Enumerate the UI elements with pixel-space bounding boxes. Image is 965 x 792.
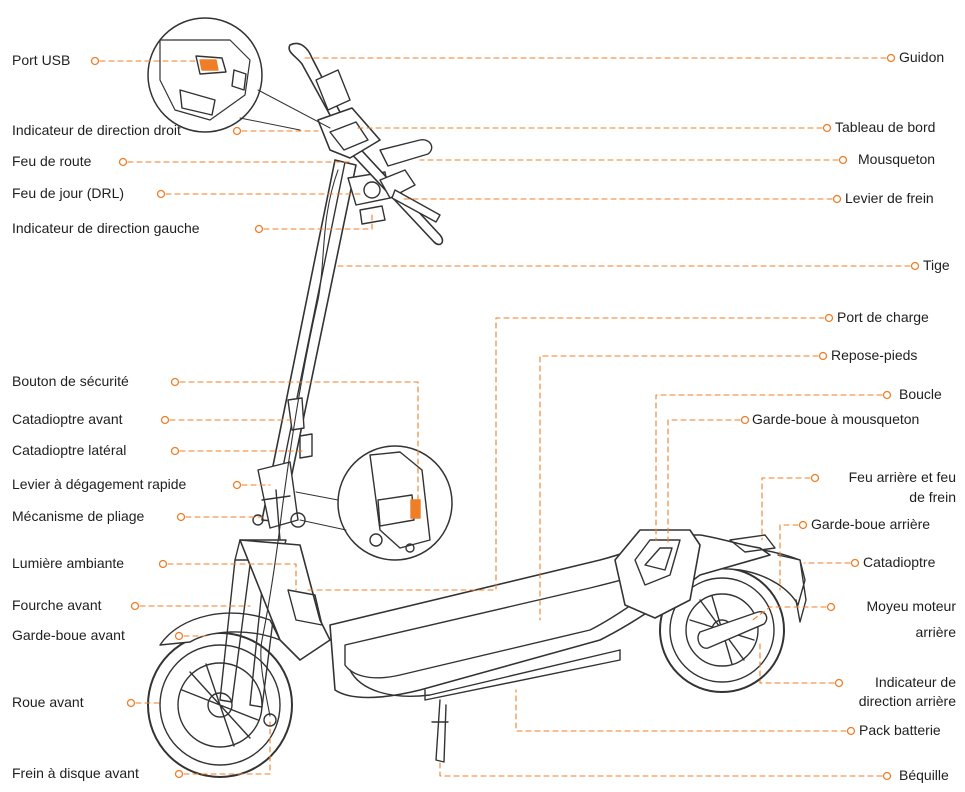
label-frein-disque-avant: Frein à disque avant	[12, 765, 139, 781]
leader-port-charge	[305, 317, 825, 591]
leader-repose-pieds	[539, 355, 819, 621]
leader-indicateur-arriere	[759, 639, 835, 684]
rear-hub-cover	[697, 611, 768, 649]
leader-moyeu	[749, 606, 827, 623]
label-garde-boue-mousqueton: Garde-boue à mousqueton	[752, 411, 920, 427]
front-fender	[159, 612, 281, 646]
rear-reflector	[777, 554, 807, 623]
leader-feu-arriere	[761, 477, 811, 541]
folding-mechanism	[252, 461, 306, 541]
label-pack-batterie: Pack batterie	[859, 722, 941, 738]
kickstand	[431, 699, 449, 763]
leader-frein-disque	[183, 721, 271, 775]
label-indicateur-arriere-line1: Indicateur de	[875, 674, 956, 690]
label-feu-de-route: Feu de route	[12, 153, 92, 169]
leader-garde-boue-arriere	[779, 524, 799, 591]
label-tige: Tige	[923, 257, 950, 273]
label-bequille: Béquille	[899, 767, 949, 783]
side-reflector-part	[299, 433, 313, 459]
label-moyeu-line1: Moyeu moteur	[866, 598, 956, 614]
label-bouton-securite: Bouton de sécurité	[12, 373, 129, 389]
label-indicateur-direction-gauche: Indicateur de direction gauche	[12, 220, 200, 236]
label-fourche-avant: Fourche avant	[12, 597, 102, 613]
label-guidon: Guidon	[899, 49, 945, 65]
leader-bouton-securite	[179, 381, 419, 501]
leader-pack-batterie	[515, 689, 847, 732]
leader-boucle	[655, 394, 883, 541]
label-boucle: Boucle	[899, 386, 942, 402]
label-indicateur-direction-droit: Indicateur de direction droit	[12, 122, 181, 138]
label-catadioptre: Catadioptre	[863, 554, 936, 570]
brake-lever-part	[391, 189, 441, 223]
leader-endpoints	[90, 53, 920, 781]
buckle-box	[614, 529, 776, 619]
label-lumiere-ambiante: Lumière ambiante	[12, 555, 125, 571]
label-feu-de-jour: Feu de jour (DRL)	[12, 185, 125, 201]
label-mecanisme-pliage: Mécanisme de pliage	[12, 508, 145, 524]
label-feu-arriere-line1: Feu arrière et feu	[848, 469, 956, 485]
usb-zoom	[147, 17, 331, 133]
leader-bequille	[439, 761, 883, 777]
label-catadioptre-avant: Catadioptre avant	[12, 411, 123, 427]
leader-indicateur-gauche	[263, 214, 373, 230]
safety-zoom	[295, 445, 453, 561]
leader-lines	[99, 57, 911, 777]
brake-cable	[260, 169, 339, 717]
scooter-illustration	[147, 17, 807, 778]
label-mousqueton: Mousqueton	[858, 151, 936, 167]
front-neck	[239, 539, 331, 661]
label-tableau-de-bord: Tableau de bord	[835, 119, 936, 135]
label-catadioptre-lateral: Catadioptre latéral	[12, 442, 127, 458]
ambient-light	[287, 589, 323, 626]
leader-lumiere-ambiante	[167, 563, 297, 591]
leader-garde-boue-mousqueton	[667, 419, 741, 546]
label-port-usb: Port USB	[12, 52, 71, 68]
label-levier-degagement: Levier à dégagement rapide	[12, 476, 187, 492]
label-port-de-charge: Port de charge	[837, 309, 929, 325]
dashboard-part	[317, 107, 381, 159]
label-repose-pieds: Repose-pieds	[831, 347, 918, 363]
carabiner-part	[379, 139, 433, 167]
label-roue-avant: Roue avant	[12, 694, 84, 710]
label-feu-arriere-line2: de frein	[909, 489, 956, 505]
label-garde-boue-arriere: Garde-boue arrière	[811, 516, 931, 532]
label-garde-boue-avant: Garde-boue avant	[12, 627, 125, 643]
label-levier-de-frein: Levier de frein	[845, 190, 934, 206]
label-indicateur-arriere-line2: direction arrière	[858, 693, 956, 709]
label-moyeu-line2: arrière	[915, 624, 956, 640]
front-wheel	[147, 632, 293, 778]
